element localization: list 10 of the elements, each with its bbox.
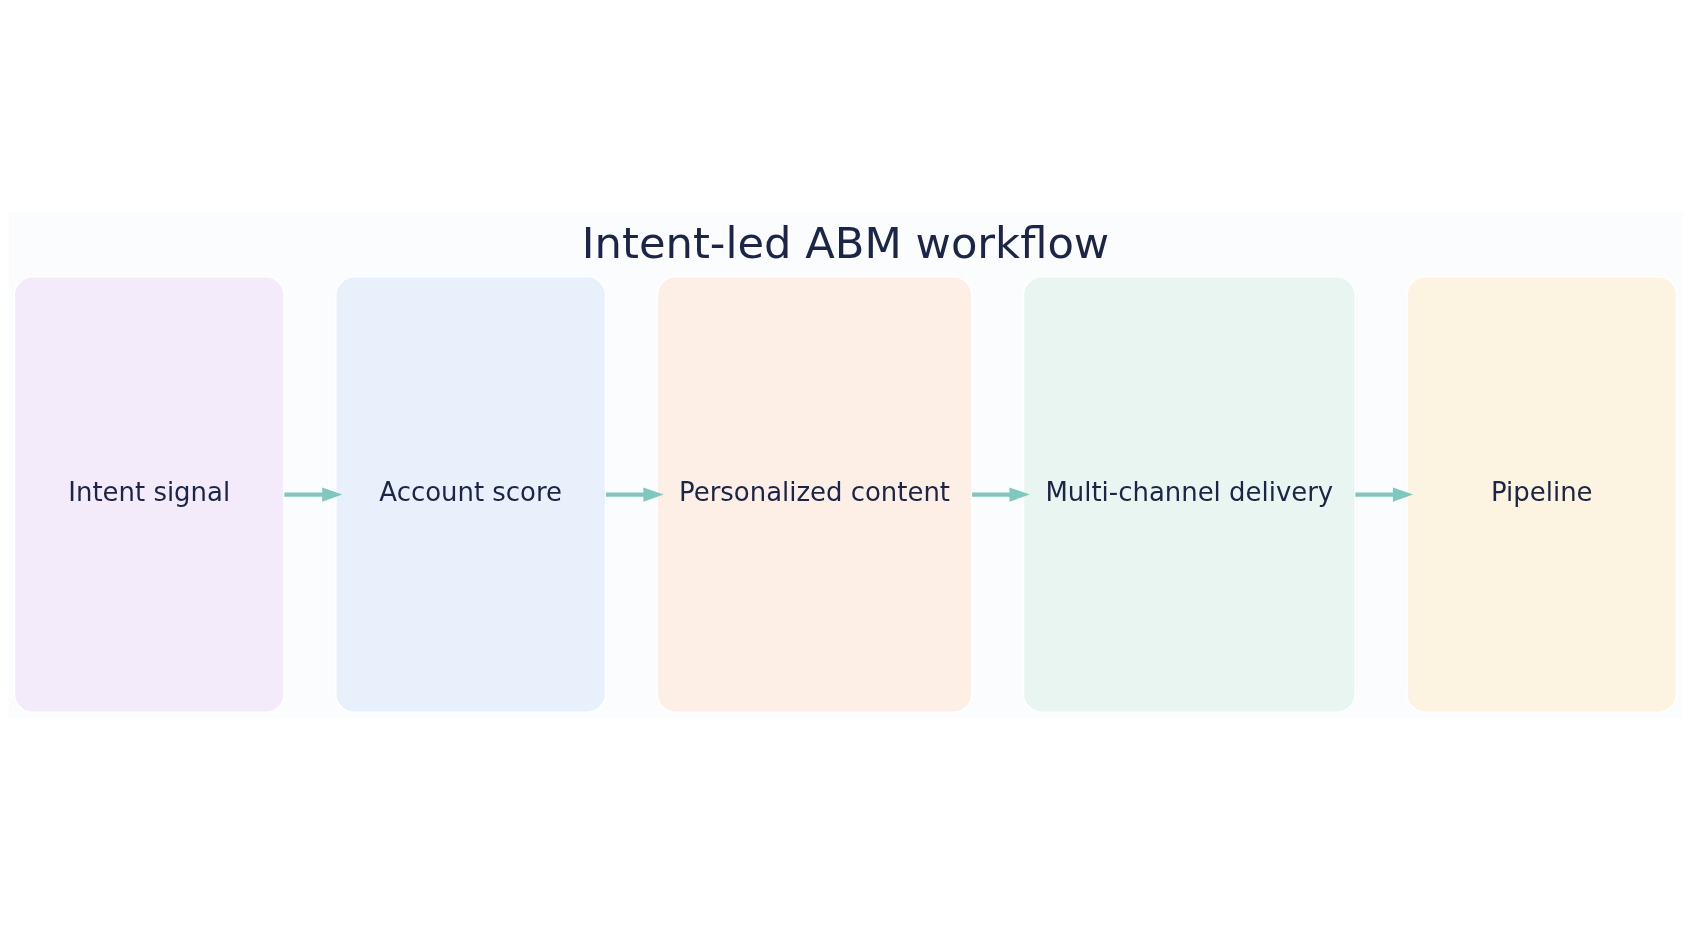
arrow bbox=[1355, 487, 1414, 502]
node-box: Intent signal bbox=[13, 276, 285, 713]
arrow bbox=[605, 487, 664, 502]
arrow bbox=[284, 487, 343, 502]
diagram-title: Intent-led ABM workflow bbox=[581, 218, 1110, 269]
arrow bbox=[972, 487, 1030, 502]
node-box: Personalized content bbox=[656, 276, 973, 713]
node-box: Account score bbox=[335, 276, 607, 713]
node-box: Pipeline bbox=[1406, 276, 1678, 713]
node-box: Multi-channel delivery bbox=[1022, 276, 1356, 713]
